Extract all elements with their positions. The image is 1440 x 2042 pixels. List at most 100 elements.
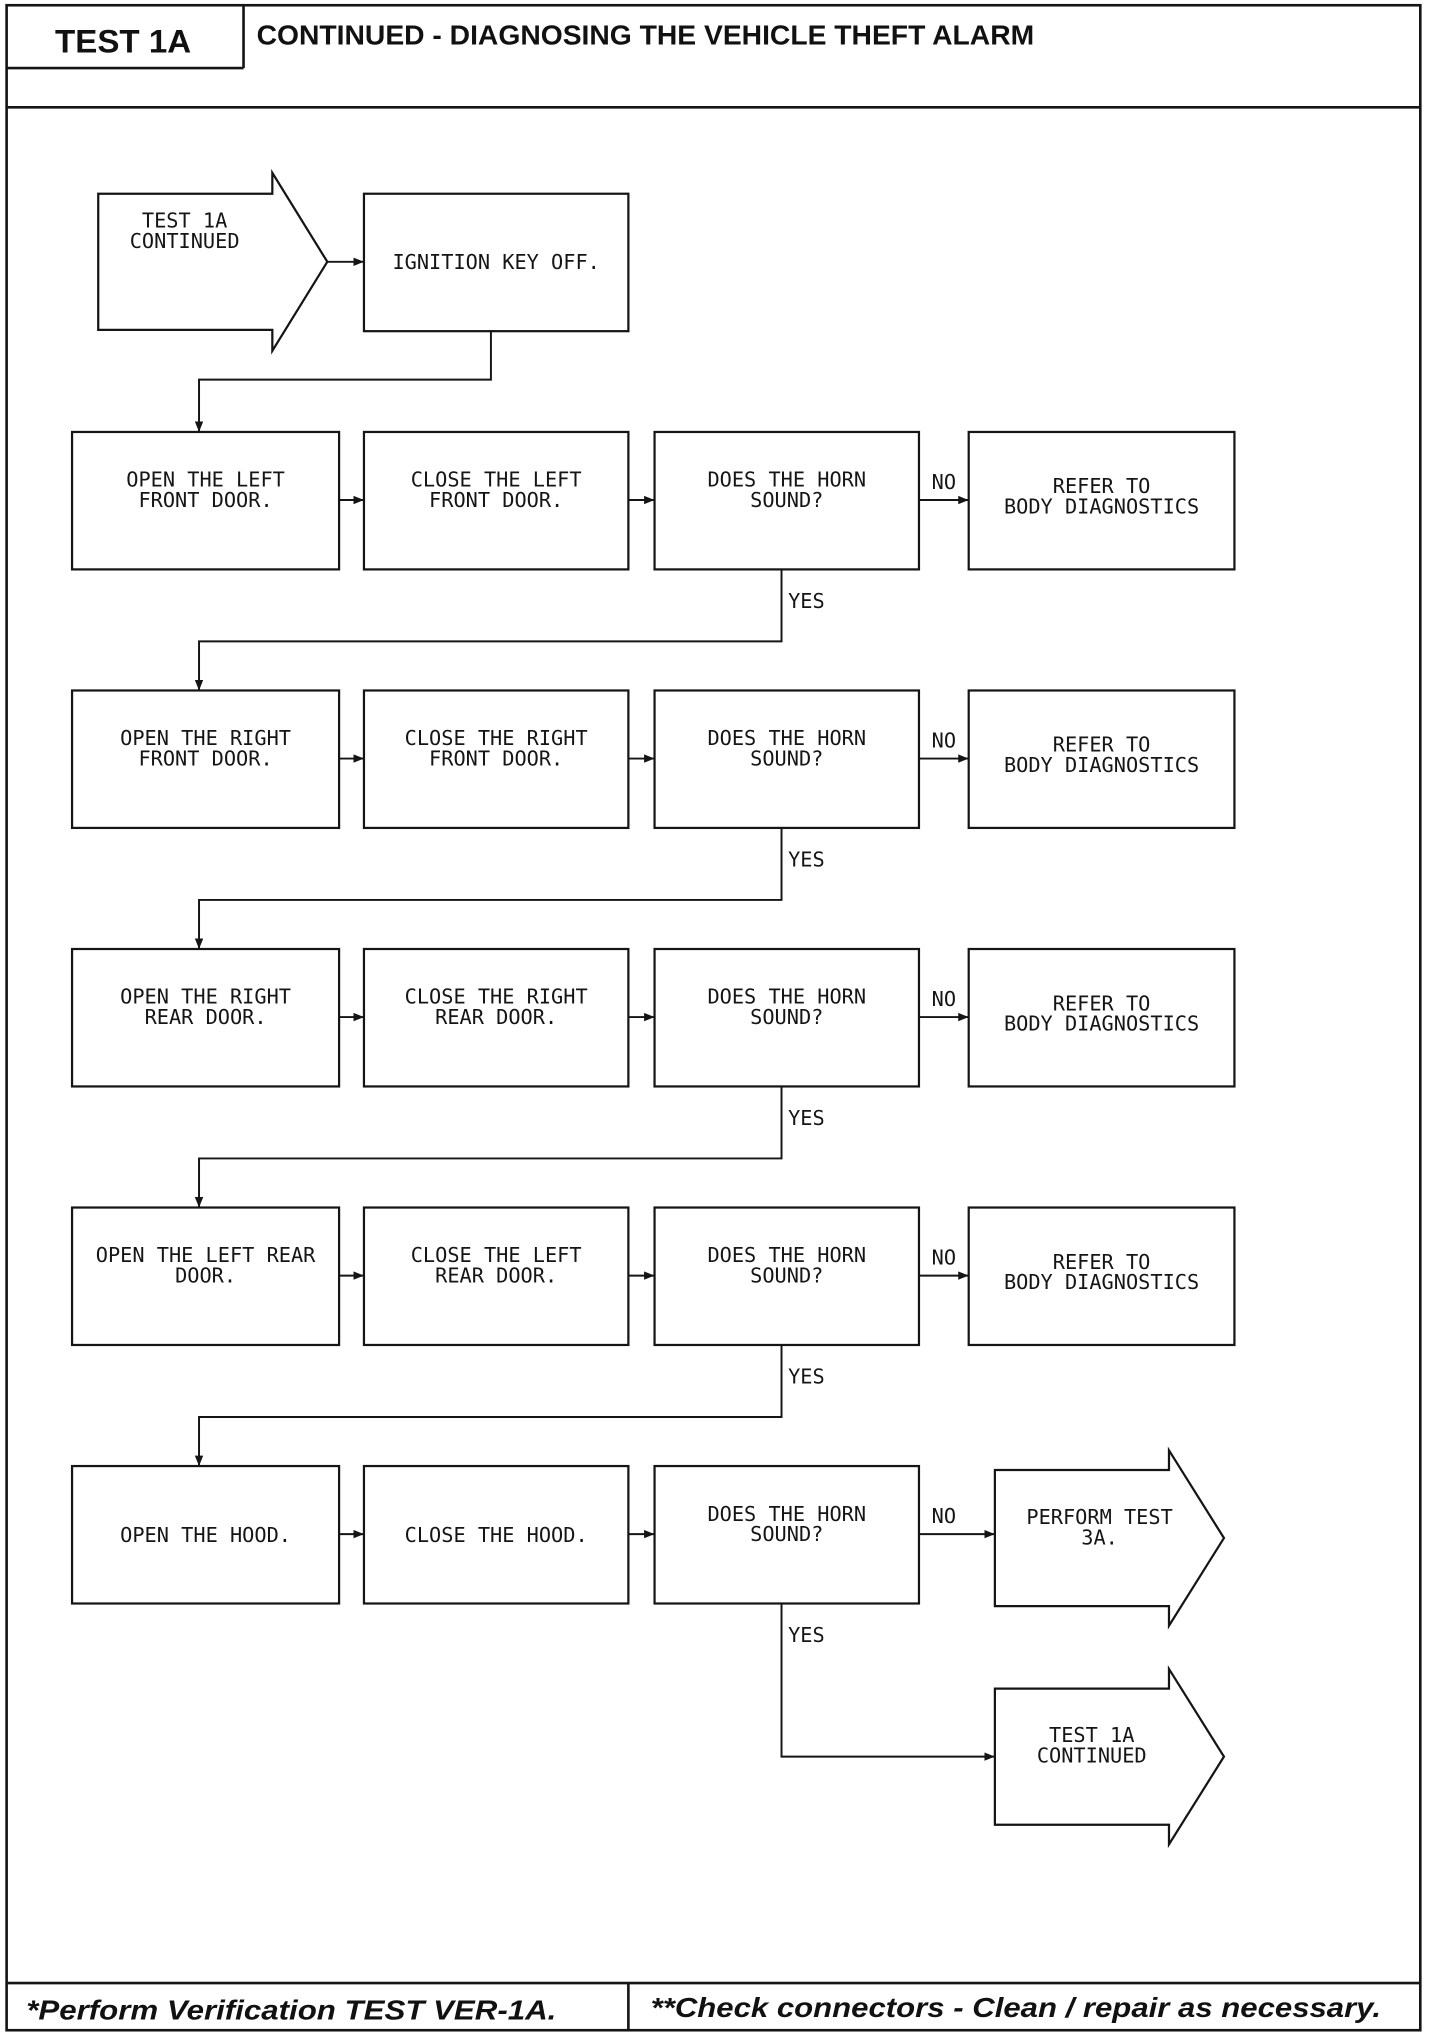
page-header: TEST 1A CONTINUED - DIAGNOSING THE VEHIC…	[55, 20, 1034, 60]
start-connector-text-line: CONTINUED	[130, 229, 240, 253]
yes-label: YES	[788, 1365, 825, 1389]
perform-test-connector-arrow	[993, 1446, 1226, 1630]
decision-text-line: DOES THE HORN	[707, 726, 866, 750]
footer-verification-note: *Perform Verification TEST VER-1A.	[26, 1995, 556, 2026]
open-step-box	[70, 1464, 341, 1605]
yes-label: YES	[788, 589, 825, 613]
close-step-text-line: CLOSE THE LEFT	[411, 468, 582, 492]
yes-branch-arrow	[194, 1086, 783, 1208]
test-label: TEST 1A	[55, 22, 191, 59]
decision-text-line: SOUND?	[750, 746, 823, 770]
open-step-text-line: OPEN THE LEFT	[126, 468, 285, 492]
close-step-box	[362, 1464, 630, 1605]
decision-text-line: SOUND?	[750, 1522, 823, 1546]
page-footer: *Perform Verification TEST VER-1A. **Che…	[26, 1992, 1381, 2026]
outer-border	[5, 3, 1422, 2032]
open-step-text-line: FRONT DOOR.	[138, 746, 272, 770]
yes-branch-arrow	[194, 569, 783, 691]
open-step-text-line: OPEN THE LEFT REAR	[96, 1243, 316, 1267]
decision-text-line: DOES THE HORN	[707, 1243, 866, 1267]
close-step-text-line: CLOSE THE RIGHT	[405, 726, 588, 750]
no-label: NO	[932, 1245, 956, 1269]
open-step-text-line: OPEN THE HOOD.	[120, 1523, 291, 1547]
close-step-text-line: REAR DOOR.	[435, 1264, 557, 1288]
perform-test-text-line: PERFORM TEST	[1026, 1505, 1172, 1529]
decision-box	[653, 1464, 921, 1605]
continued-connector-arrow	[993, 1665, 1226, 1849]
first-step-box	[362, 192, 630, 333]
refer-to-box	[967, 689, 1236, 830]
open-step-text-line: OPEN THE RIGHT	[120, 726, 291, 750]
first-step-text-line: IGNITION KEY OFF.	[392, 250, 599, 274]
page-title: CONTINUED - DIAGNOSING THE VEHICLE THEFT…	[257, 20, 1035, 51]
yes-label: YES	[788, 1623, 825, 1647]
start-connector-arrow	[97, 168, 329, 355]
close-step-text-line: FRONT DOOR.	[429, 488, 563, 512]
decision-box	[653, 947, 921, 1088]
refer-to-text-line: BODY DIAGNOSTICS	[1004, 1012, 1199, 1036]
no-label: NO	[932, 470, 956, 494]
close-step-text: CLOSE THE HOOD.	[405, 1523, 588, 1547]
no-label: NO	[932, 728, 956, 752]
close-step-text-line: CLOSE THE LEFT	[411, 1243, 582, 1267]
close-step-box	[362, 1206, 630, 1347]
open-step-box	[70, 689, 341, 830]
page-frame	[5, 3, 1422, 2032]
start-connector-text-line: TEST 1A	[142, 208, 227, 232]
decision-text-line: DOES THE HORN	[707, 1502, 866, 1526]
decision-text-line: DOES THE HORN	[707, 985, 866, 1009]
refer-to-box	[967, 1206, 1236, 1347]
continued-connector-text-line: TEST 1A	[1049, 1723, 1134, 1747]
close-step-box	[362, 430, 630, 571]
open-step-text-line: FRONT DOOR.	[138, 488, 272, 512]
open-step-text-line: DOOR.	[175, 1264, 236, 1288]
footer-connectors-note: **Check connectors - Clean / repair as n…	[651, 1992, 1381, 2023]
close-step-text-line: CLOSE THE RIGHT	[405, 985, 588, 1009]
refer-to-text-line: BODY DIAGNOSTICS	[1004, 753, 1199, 777]
decision-box	[653, 430, 921, 571]
perform-test-text-line: 3A.	[1081, 1525, 1118, 1549]
open-step-text-line: REAR DOOR.	[145, 1005, 267, 1029]
yes-branch-arrow	[194, 1344, 783, 1467]
refer-to-text-line: REFER TO	[1053, 1250, 1151, 1274]
yes-label: YES	[788, 1106, 825, 1130]
refer-to-text-line: REFER TO	[1053, 991, 1151, 1015]
decision-text-line: SOUND?	[750, 488, 823, 512]
first-step-to-row-arrow	[194, 331, 492, 432]
close-step-text-line: FRONT DOOR.	[429, 746, 563, 770]
refer-to-box	[967, 947, 1236, 1088]
first-step-text: IGNITION KEY OFF.	[392, 250, 599, 274]
refer-to-text-line: BODY DIAGNOSTICS	[1004, 495, 1199, 519]
yes-branch-arrow	[780, 1603, 995, 1761]
close-step-box	[362, 947, 630, 1088]
close-step-text-line: REAR DOOR.	[435, 1005, 557, 1029]
open-step-text-line: OPEN THE RIGHT	[120, 985, 291, 1009]
refer-to-text-line: REFER TO	[1053, 733, 1151, 757]
continued-connector-text-line: CONTINUED	[1037, 1743, 1147, 1767]
yes-branch-arrow	[194, 827, 783, 950]
refer-to-box	[967, 430, 1236, 571]
decision-text-line: SOUND?	[750, 1005, 823, 1029]
close-step-text-line: CLOSE THE HOOD.	[405, 1523, 588, 1547]
decision-box	[653, 1206, 921, 1347]
